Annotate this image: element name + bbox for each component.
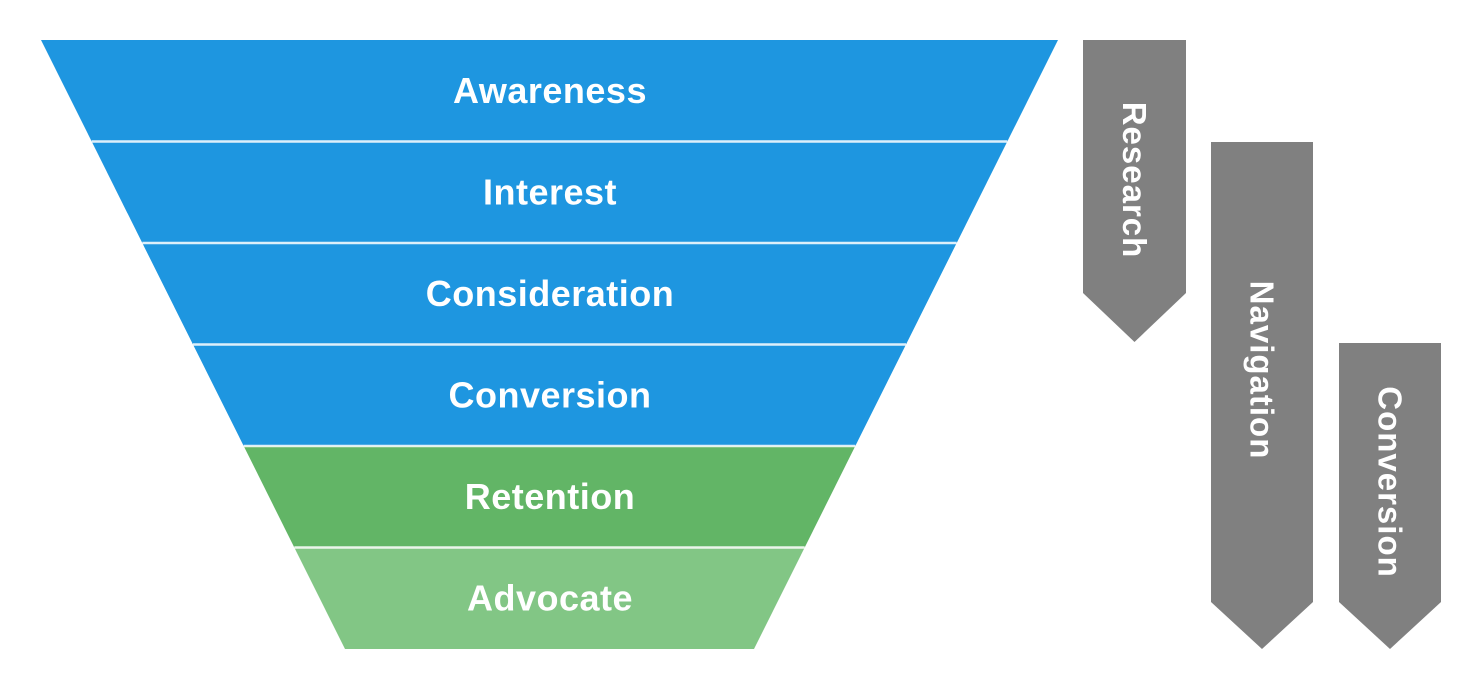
- arrow-research: Research: [1083, 40, 1186, 342]
- arrow-conversion-label: Conversion: [1372, 386, 1409, 578]
- funnel-stage-retention-label: Retention: [465, 476, 636, 517]
- arrow-research-shape: [1083, 40, 1186, 342]
- arrow-conversion: Conversion: [1339, 343, 1441, 649]
- arrow-navigation-label: Navigation: [1244, 281, 1281, 460]
- funnel-stages: [41, 40, 1058, 649]
- funnel-stage-interest-shape: [91, 141, 1008, 243]
- funnel-stage-retention-shape: [243, 446, 856, 548]
- funnel-stage-awareness-label: Awareness: [453, 70, 647, 111]
- funnel-stage-awareness-shape: [41, 40, 1058, 142]
- arrow-conversion-shape: [1339, 343, 1441, 649]
- arrow-navigation: Navigation: [1211, 142, 1313, 649]
- funnel-stage-labels: Awareness Interest Consideration Convers…: [426, 70, 675, 619]
- funnel-stage-advocate-label: Advocate: [467, 578, 633, 619]
- funnel-stage-conversion-label: Conversion: [448, 375, 651, 416]
- arrow-navigation-shape: [1211, 142, 1313, 649]
- funnel-stage-conversion-shape: [193, 344, 906, 446]
- funnel-stage-advocate-shape: [294, 547, 805, 649]
- arrow-research-label: Research: [1116, 102, 1153, 259]
- funnel-stage-consideration-label: Consideration: [426, 273, 675, 314]
- funnel-stage-consideration-shape: [142, 243, 957, 345]
- phase-arrows: Research Navigation Conversion: [1083, 40, 1441, 649]
- stage-separators: [91, 140, 1008, 549]
- funnel-stage-interest-label: Interest: [483, 172, 617, 213]
